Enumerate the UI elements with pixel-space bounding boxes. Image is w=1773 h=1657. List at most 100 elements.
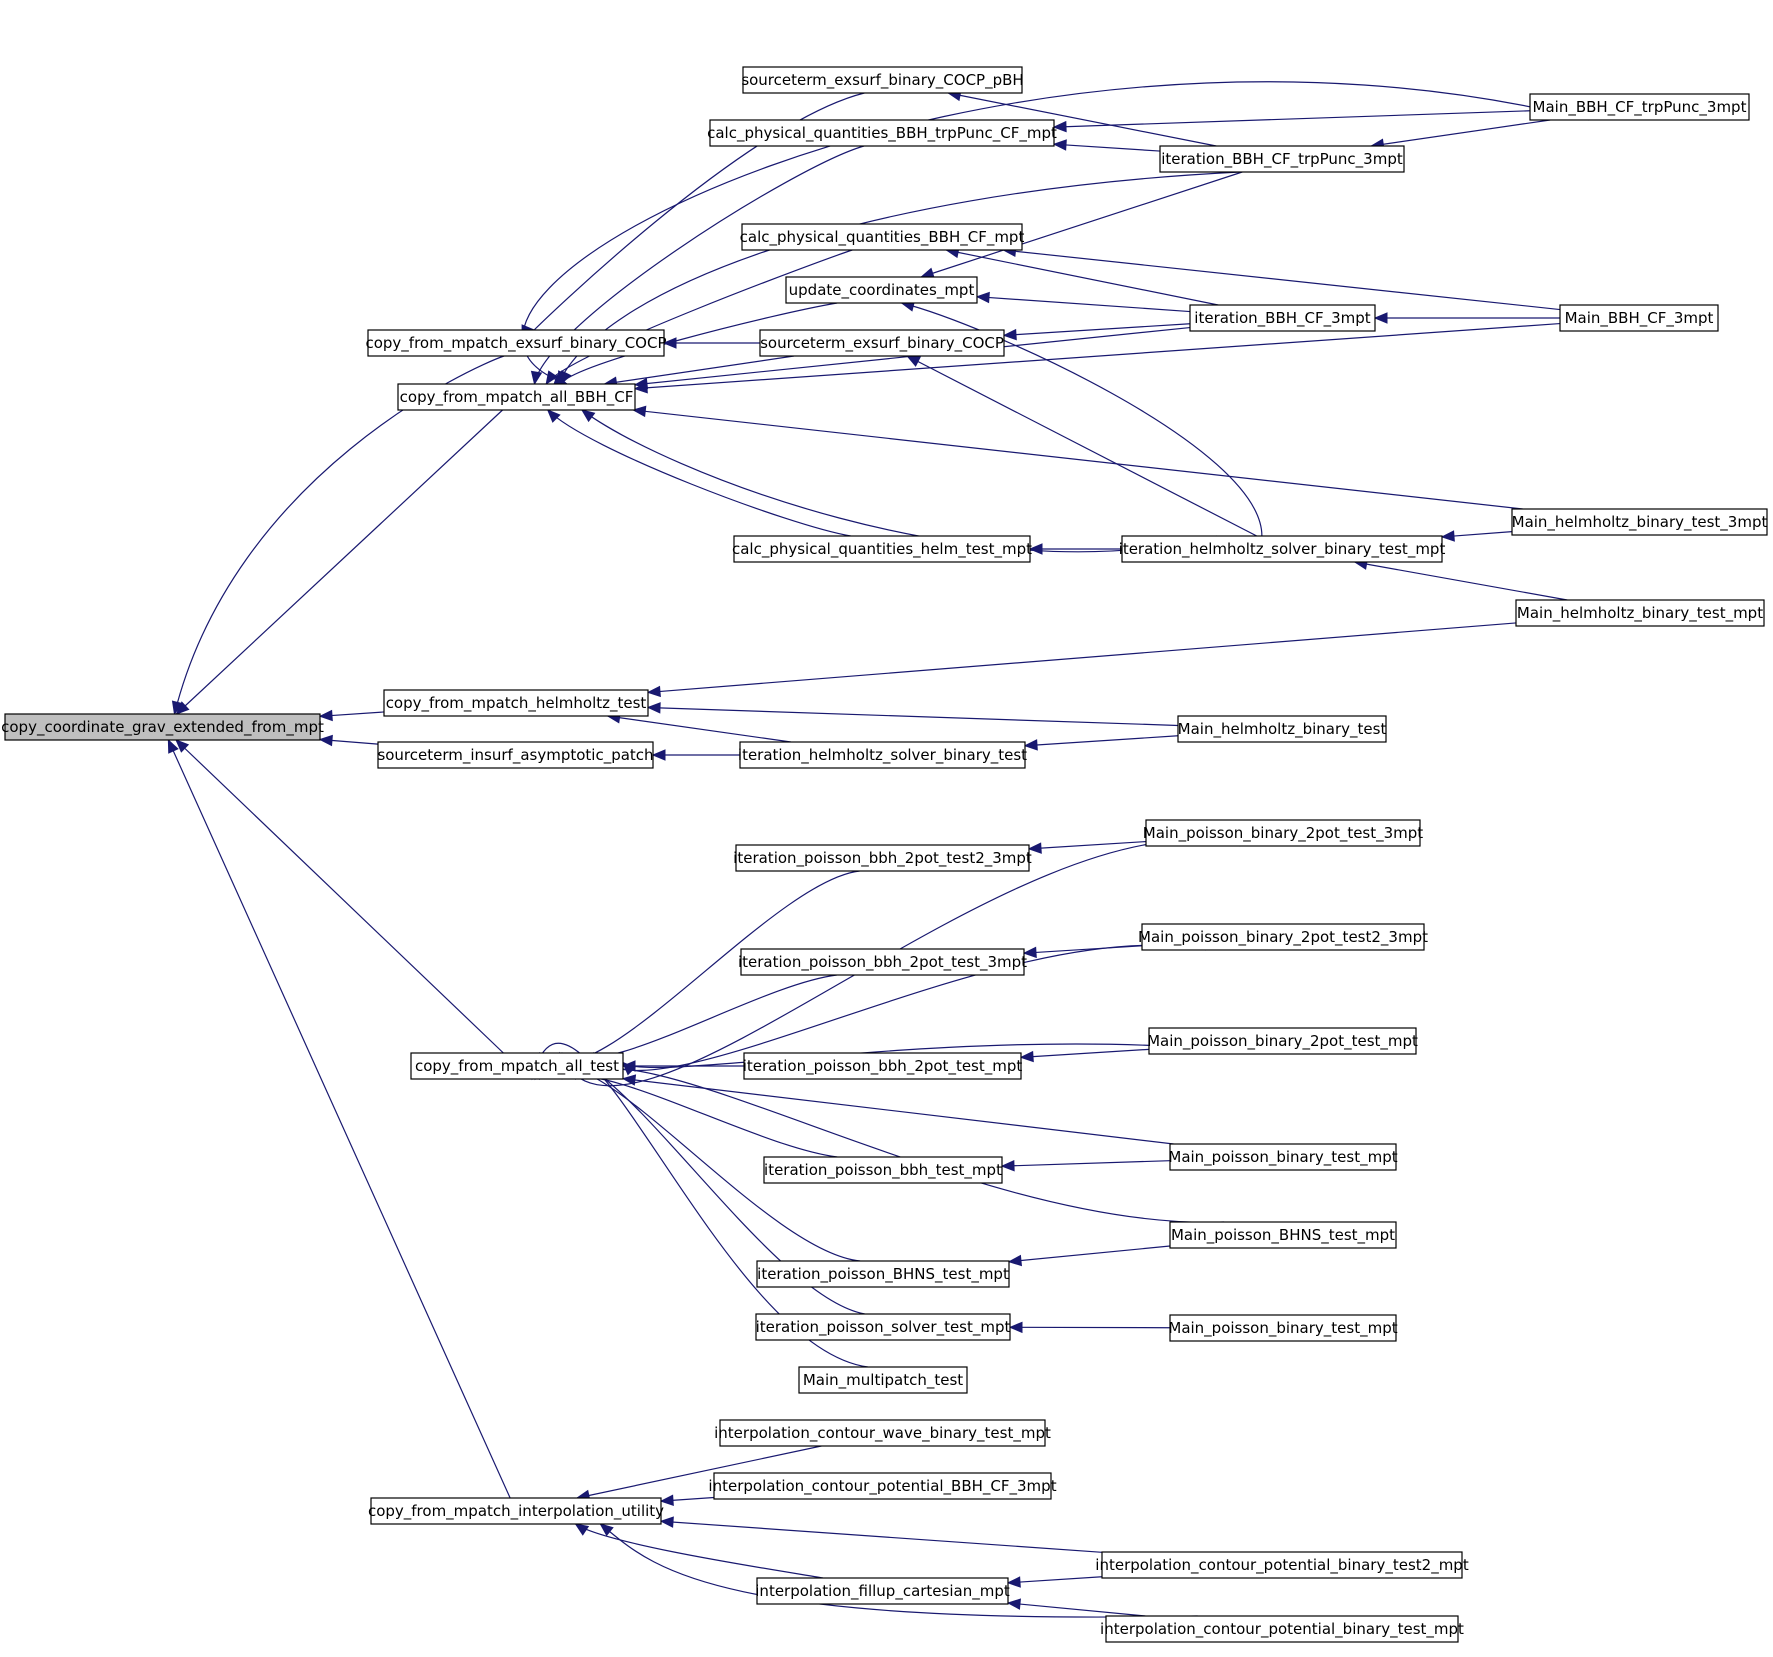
function-node-calc-helm[interactable]: calc_physical_quantities_helm_test_mpt xyxy=(732,535,1032,563)
call-edge-main-binary-mpt-a-to-iter-bbh-test xyxy=(1000,1159,1171,1172)
function-node-box xyxy=(713,1472,1052,1500)
call-edge-line xyxy=(545,249,853,385)
call-edge-iter-trppunc-to-calc-trppunc xyxy=(1052,139,1161,152)
function-node-main-2pot-mpt[interactable]: Main_poisson_binary_2pot_test_mpt xyxy=(1147,1027,1418,1055)
function-node-box xyxy=(798,1366,968,1394)
function-node-interp-wave[interactable]: interpolation_contour_wave_binary_test_m… xyxy=(714,1419,1051,1447)
function-node-label: Main_poisson_BHNS_test_mpt xyxy=(1171,1226,1395,1245)
function-node-main-bhns[interactable]: Main_poisson_BHNS_test_mpt xyxy=(1169,1221,1397,1249)
function-node-iter-2pot-test2[interactable]: iteration_poisson_bbh_2pot_test2_3mpt xyxy=(733,844,1032,872)
call-edge-main-helm-3mpt-to-all-bbh-cf xyxy=(631,405,1523,510)
function-node-label: iteration_poisson_bbh_2pot_test_mpt xyxy=(743,1057,1023,1076)
call-edge-line xyxy=(906,355,1258,537)
function-node-label: copy_from_mpatch_exsurf_binary_COCP xyxy=(365,334,666,353)
function-node-box xyxy=(1145,819,1421,847)
function-node-box xyxy=(377,741,654,769)
call-edge-iter-2pot-3mpt-to-all-test xyxy=(561,974,837,1066)
call-edge-line xyxy=(575,1067,1225,1223)
call-edge-main-bhns-to-iter-bhns xyxy=(1007,1245,1171,1267)
function-node-box xyxy=(383,689,649,717)
function-node-interp-utility[interactable]: copy_from_mpatch_interpolation_utility xyxy=(368,1497,664,1525)
function-node-box xyxy=(719,1419,1046,1447)
arrowhead xyxy=(1006,1576,1021,1588)
function-node-label: calc_physical_quantities_helm_test_mpt xyxy=(732,540,1032,559)
call-edge-line xyxy=(1371,119,1551,147)
function-node-helmholtz-test[interactable]: copy_from_mpatch_helmholtz_test xyxy=(383,689,649,717)
function-node-calc-trppunc[interactable]: calc_physical_quantities_BBH_trpPunc_CF_… xyxy=(707,119,1057,147)
arrowhead xyxy=(580,409,596,423)
arrowhead xyxy=(574,1523,590,1536)
function-node-label: Main_helmholtz_binary_test_3mpt xyxy=(1512,513,1768,532)
function-node-iter-bhns[interactable]: iteration_poisson_BHNS_test_mpt xyxy=(756,1260,1010,1288)
function-node-label: iteration_poisson_BHNS_test_mpt xyxy=(757,1265,1009,1284)
call-edge-line xyxy=(1007,1602,1146,1617)
function-node-box xyxy=(1121,535,1443,563)
call-edge-iter-helm-to-helmholtz-test xyxy=(606,712,791,743)
function-node-label: Main_poisson_binary_2pot_test2_3mpt xyxy=(1138,928,1428,947)
arrowhead xyxy=(1007,1254,1022,1267)
function-node-main-helm-mpt[interactable]: Main_helmholtz_binary_test_mpt xyxy=(1515,599,1765,627)
arrowhead xyxy=(318,709,333,722)
function-node-main-helm[interactable]: Main_helmholtz_binary_test xyxy=(1177,715,1387,743)
function-node-iter-trppunc[interactable]: iteration_BBH_CF_trpPunc_3mpt xyxy=(1159,145,1405,173)
function-node-main-2pot-test2[interactable]: Main_poisson_binary_2pot_test2_3mpt xyxy=(1138,923,1428,951)
function-node-label: calc_physical_quantities_BBH_trpPunc_CF_… xyxy=(707,124,1057,143)
function-node-label: copy_from_mpatch_interpolation_utility xyxy=(368,1502,664,1521)
function-node-main-binary-mpt-b[interactable]: Main_poisson_binary_test_mpt xyxy=(1168,1314,1398,1342)
function-node-src-exsurf-cocp[interactable]: sourceterm_exsurf_binary_COCP xyxy=(759,329,1005,357)
call-edge-main-trppunc-to-iter-trppunc xyxy=(1370,119,1551,150)
function-node-box xyxy=(1101,1551,1463,1579)
function-node-label: copy_from_mpatch_all_test xyxy=(415,1057,619,1076)
function-node-label: update_coordinates_mpt xyxy=(789,281,975,300)
call-edge-line xyxy=(576,1445,822,1499)
function-node-main-bbh-3mpt[interactable]: Main_BBH_CF_3mpt xyxy=(1559,304,1719,332)
function-node-main-2pot-3mpt[interactable]: Main_poisson_binary_2pot_test_3mpt xyxy=(1143,819,1424,847)
call-edge-iter-helm-to-insurf-asym xyxy=(651,749,740,761)
function-node-insurf-asym[interactable]: sourceterm_insurf_asymptotic_patch xyxy=(377,741,654,769)
function-node-all-bbh-cf[interactable]: copy_from_mpatch_all_BBH_CF xyxy=(397,383,636,411)
function-node-iter-2pot-mpt[interactable]: iteration_poisson_bbh_2pot_test_mpt xyxy=(743,1052,1023,1080)
function-node-label: Main_poisson_binary_2pot_test_3mpt xyxy=(1143,824,1424,843)
function-node-interp-pot-test2[interactable]: interpolation_contour_potential_binary_t… xyxy=(1095,1551,1469,1579)
function-node-box xyxy=(741,223,1023,251)
call-edge-main-binary-mpt-a-to-all-test xyxy=(621,1074,1174,1145)
call-edge-line xyxy=(634,322,1561,390)
function-node-label: iteration_BBH_CF_3mpt xyxy=(1194,309,1371,328)
function-node-exsurf-cocp[interactable]: copy_from_mpatch_exsurf_binary_COCP xyxy=(365,329,667,357)
function-node-iter-helm-mpt[interactable]: iteration_helmholtz_solver_binary_test_m… xyxy=(1119,535,1446,563)
function-node-box xyxy=(1148,1027,1417,1055)
function-node-iter-bbh-test[interactable]: iteration_poisson_bbh_test_mpt xyxy=(763,1156,1003,1184)
function-node-main-binary-mpt-a[interactable]: Main_poisson_binary_test_mpt xyxy=(1168,1143,1398,1171)
function-node-main-helm-3mpt[interactable]: Main_helmholtz_binary_test_3mpt xyxy=(1511,508,1768,536)
function-node-update-coords[interactable]: update_coordinates_mpt xyxy=(785,276,978,304)
arrowhead xyxy=(659,1516,674,1528)
function-node-src-exsurf-pbh[interactable]: sourceterm_exsurf_binary_COCP_pBH xyxy=(741,66,1024,94)
arrowhead xyxy=(1052,139,1067,151)
function-node-iter-solver[interactable]: iteration_poisson_solver_test_mpt xyxy=(755,1313,1011,1341)
function-node-main-multipatch[interactable]: Main_multipatch_test xyxy=(798,1366,968,1394)
call-edge-line xyxy=(946,249,1219,306)
arrowhead xyxy=(530,370,543,386)
arrowhead xyxy=(1000,1159,1015,1172)
call-edge-line xyxy=(647,622,1517,694)
call-edge-interp-fillup-to-interp-utility xyxy=(574,1523,824,1579)
function-node-box xyxy=(1169,1221,1397,1249)
function-node-iter-bbh-3mpt[interactable]: iteration_BBH_CF_3mpt xyxy=(1189,304,1376,332)
function-node-box xyxy=(755,1313,1011,1341)
function-node-interp-fillup[interactable]: interpolation_fillup_cartesian_mpt xyxy=(755,1577,1010,1605)
function-node-main-trppunc[interactable]: Main_BBH_CF_trpPunc_3mpt xyxy=(1529,93,1750,121)
function-node-label: sourceterm_exsurf_binary_COCP_pBH xyxy=(741,71,1023,90)
call-edge-line xyxy=(901,302,1263,537)
call-edge-line xyxy=(604,355,795,385)
function-node-interp-pot-bbh[interactable]: interpolation_contour_potential_BBH_CF_3… xyxy=(708,1472,1057,1500)
arrowhead xyxy=(975,291,990,304)
function-node-iter-2pot-3mpt[interactable]: iteration_poisson_bbh_2pot_test_3mpt xyxy=(738,948,1027,976)
function-node-label: sourceterm_exsurf_binary_COCP xyxy=(760,334,1004,353)
arrowhead xyxy=(318,734,333,747)
function-node-interp-pot-test[interactable]: interpolation_contour_potential_binary_t… xyxy=(1100,1615,1464,1643)
function-node-root[interactable]: copy_coordinate_grav_extended_from_mpt xyxy=(1,713,324,741)
function-node-box xyxy=(1169,1314,1397,1342)
function-node-calc-bbh-cf[interactable]: calc_physical_quantities_BBH_CF_mpt xyxy=(740,223,1025,251)
function-node-iter-helm[interactable]: iteration_helmholtz_solver_binary_test xyxy=(738,741,1027,769)
function-node-all-test[interactable]: copy_from_mpatch_all_test xyxy=(410,1052,624,1080)
